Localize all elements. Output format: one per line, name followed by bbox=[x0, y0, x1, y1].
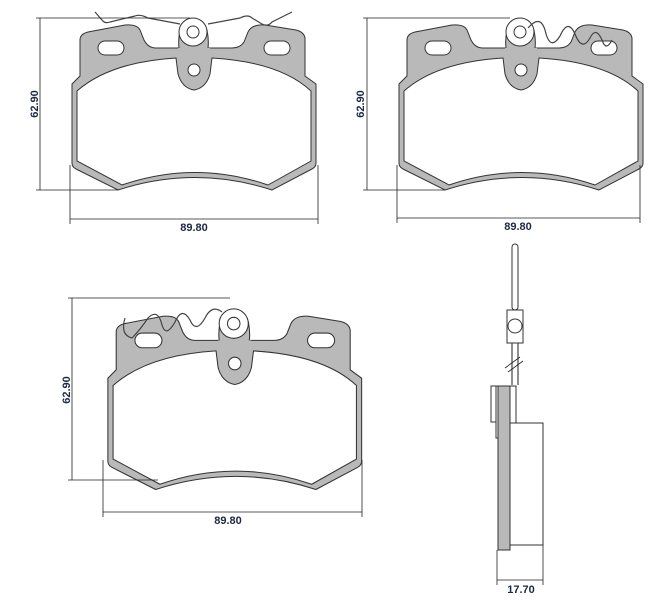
brake-pad-front-view bbox=[71, 17, 317, 191]
height-label: 62.90 bbox=[355, 90, 367, 118]
spring-clip bbox=[122, 308, 223, 339]
width-label: 89.80 bbox=[180, 222, 208, 234]
wire-clip bbox=[94, 11, 293, 26]
friction-material bbox=[509, 422, 544, 546]
height-dimension: 62.90 bbox=[29, 17, 190, 191]
width-dimension: 89.80 bbox=[69, 165, 319, 234]
height-label: 62.90 bbox=[61, 376, 73, 404]
pad-drawing-1: 62.90 89.80 bbox=[29, 11, 319, 234]
thickness-dimension: 17.70 bbox=[496, 545, 544, 596]
spring-clip bbox=[527, 20, 613, 47]
width-label: 89.80 bbox=[504, 221, 532, 233]
pad-drawing-3: 62.90 89.80 bbox=[61, 297, 363, 527]
width-dimension: 89.80 bbox=[102, 460, 363, 527]
height-dimension: 62.90 bbox=[355, 17, 510, 191]
pad-side-view: 17.70 bbox=[490, 243, 544, 596]
wear-sensor-rod bbox=[511, 243, 519, 311]
brake-pad-front-view bbox=[107, 308, 363, 491]
height-dimension: 62.90 bbox=[61, 297, 230, 481]
backplate bbox=[497, 385, 511, 551]
brake-pad-front-view bbox=[398, 17, 644, 191]
thickness-label: 17.70 bbox=[507, 584, 535, 596]
height-label: 62.90 bbox=[29, 90, 41, 118]
pad-drawing-2: 62.90 89.80 bbox=[355, 17, 644, 233]
width-label: 89.80 bbox=[214, 515, 242, 527]
width-dimension: 89.80 bbox=[396, 165, 641, 233]
